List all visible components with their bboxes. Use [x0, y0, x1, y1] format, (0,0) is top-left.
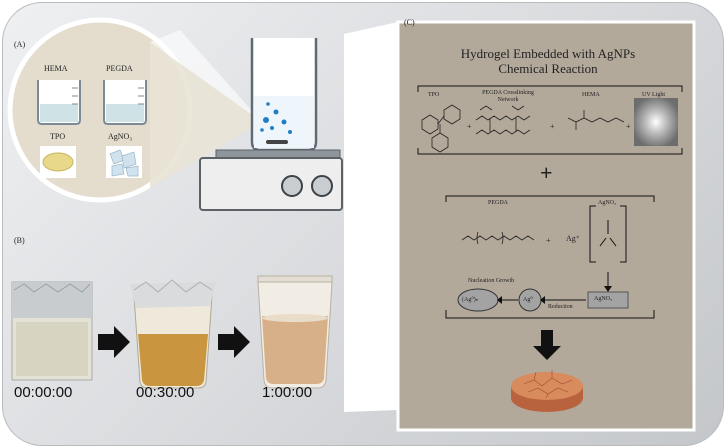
reduction-arrowhead	[540, 296, 545, 304]
hema-structure	[567, 110, 625, 130]
agno3-box-label: AgNO₃	[594, 296, 613, 302]
agno3-box	[587, 291, 629, 309]
time-label-0: 00:00:00	[14, 384, 73, 401]
panel-a-label: (A)	[14, 40, 26, 49]
row2-agno3: AgNO₃	[598, 200, 617, 206]
panel-b-label: (B)	[14, 236, 25, 245]
nitrate-structure	[589, 205, 627, 263]
reactant-tpo: TPO	[428, 92, 440, 98]
time-label-2: 1:00:00	[262, 384, 313, 401]
panel-c-box	[396, 20, 696, 432]
beaker-hema-label: HEMA	[44, 64, 68, 73]
ag-plus: Ag⁺	[566, 234, 580, 243]
hotplate	[199, 149, 343, 211]
plus-4: +	[546, 236, 551, 245]
nucleation-arrowhead	[497, 296, 502, 304]
plus-2: +	[550, 122, 555, 131]
stirrer-beaker	[250, 38, 318, 152]
reactants-bracket	[417, 85, 683, 155]
arrow-b1	[98, 326, 130, 358]
beaker-t30	[130, 279, 216, 389]
reactant-pegda-network: PEGDA Crosslinking Network	[482, 90, 534, 103]
beaker-pegda-label: PEGDA	[106, 64, 133, 73]
reduction-label: Reduction	[548, 304, 573, 310]
agno3-crystals	[109, 149, 139, 177]
ag0-label: Ag⁰	[523, 297, 533, 303]
pegda-network	[475, 105, 531, 135]
row2-pegda: PEGDA	[488, 200, 509, 206]
nucleation-label: Nucleation Growth	[468, 278, 515, 284]
second-row-bracket	[445, 195, 655, 319]
zoom-cone	[150, 42, 262, 188]
agn-label: (Ag⁰)ₙ	[462, 297, 479, 303]
panel-c-title: Hydrogel Embedded with AgNPs Chemical Re…	[418, 46, 678, 76]
agno3-label: AgNO₃	[108, 132, 133, 141]
big-plus: +	[540, 160, 553, 185]
panel-c-label: (C)	[404, 18, 415, 27]
panel-c-title-line2: Chemical Reaction	[498, 61, 598, 76]
tpo-powder	[42, 152, 74, 172]
tpo-label: TPO	[50, 132, 66, 141]
beaker-t60	[257, 275, 333, 389]
hydrogel-top	[511, 372, 583, 400]
down-arrow	[533, 330, 561, 360]
hydrogel-cracks	[523, 370, 573, 399]
reactant-hema: HEMA	[582, 92, 600, 98]
plus-1: +	[467, 122, 472, 131]
panel-c-connector	[344, 22, 398, 412]
nitrate-down-arrowhead	[604, 286, 612, 292]
beaker-pegda	[103, 80, 147, 125]
time-label-1: 00:30:00	[136, 384, 195, 401]
uv-light-square	[634, 98, 678, 146]
arrow-b2	[218, 326, 250, 358]
beaker-t0	[11, 281, 93, 381]
panel-c-title-line1: Hydrogel Embedded with AgNPs	[460, 46, 636, 61]
pegda-monomer	[461, 231, 535, 245]
zoom-white-band	[150, 30, 262, 122]
tpo-structure	[421, 104, 461, 153]
beaker-hema	[37, 80, 81, 125]
plus-3: +	[626, 122, 631, 131]
reactant-uv: UV Light	[642, 92, 666, 98]
